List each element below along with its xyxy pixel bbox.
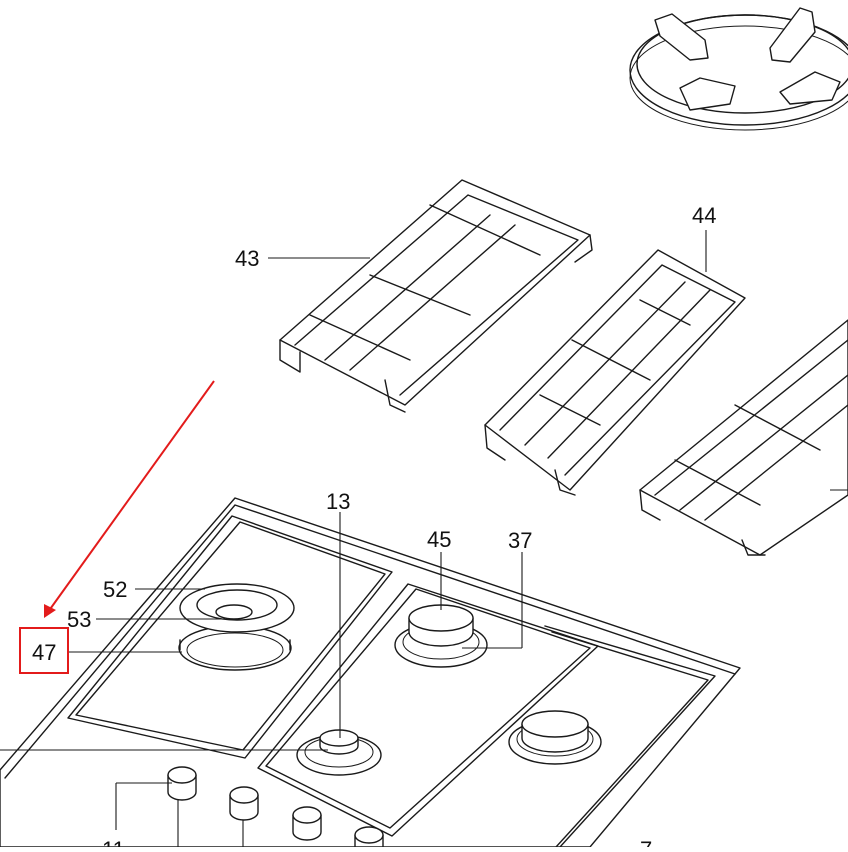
label-37: 37 — [508, 528, 532, 553]
label-43: 43 — [235, 246, 259, 271]
label-53: 53 — [67, 607, 91, 632]
leader-lines — [0, 230, 848, 847]
label-44: 44 — [692, 203, 716, 228]
pan-support-grate-43 — [279, 179, 593, 413]
control-knob — [167, 766, 197, 801]
burner-45 — [394, 604, 488, 668]
highlight-box — [19, 627, 69, 674]
control-knob — [292, 806, 322, 841]
pan-support-grate-44 — [484, 249, 746, 496]
wok-burner-assembly — [178, 583, 295, 671]
label-11: 11 — [102, 837, 125, 847]
pan-support-grate-right — [639, 319, 848, 556]
label-47: 47 — [32, 640, 56, 665]
cooktop-body — [0, 497, 741, 848]
label-52: 52 — [103, 577, 127, 602]
burner-right — [508, 710, 602, 765]
label-7: 7 — [640, 837, 652, 847]
highlight-arrow — [44, 380, 215, 618]
burner-13 — [296, 729, 382, 776]
label-13: 13 — [326, 489, 350, 514]
control-knobs — [167, 766, 384, 848]
wok-support-grate — [629, 7, 848, 131]
control-knob — [229, 786, 259, 821]
label-45: 45 — [427, 527, 451, 552]
control-knob — [354, 826, 384, 848]
